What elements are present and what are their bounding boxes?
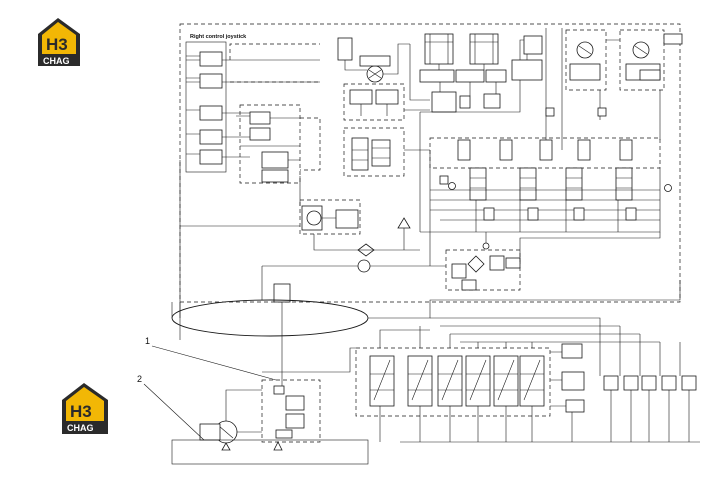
upper-cylinders	[409, 33, 543, 113]
logo-bottom: H3 CHAG	[62, 383, 108, 434]
logo-text-bottom: CHAG	[67, 423, 94, 433]
lower-valve-stack	[355, 317, 700, 443]
right-pumps	[545, 28, 683, 150]
upper-motor-group	[337, 37, 430, 177]
main-valve-bank	[420, 137, 672, 233]
logo-top: H3 CHAG	[38, 18, 80, 66]
callout-line-2	[143, 383, 205, 441]
pump-block	[199, 347, 356, 451]
tank-ellipse	[171, 299, 369, 337]
diagram-title: Right control joystick	[190, 34, 247, 40]
joystick-valves	[185, 41, 321, 184]
callout-label-2: 2	[137, 374, 142, 384]
tank-bottom	[171, 439, 369, 465]
callout-line-1	[151, 345, 277, 381]
logo-text-top: CHAG	[43, 56, 70, 66]
logo-mark-bottom: H3	[70, 402, 92, 421]
callout-label-1: 1	[145, 336, 150, 346]
logo-mark-top: H3	[46, 35, 68, 54]
mid-section	[180, 199, 661, 380]
